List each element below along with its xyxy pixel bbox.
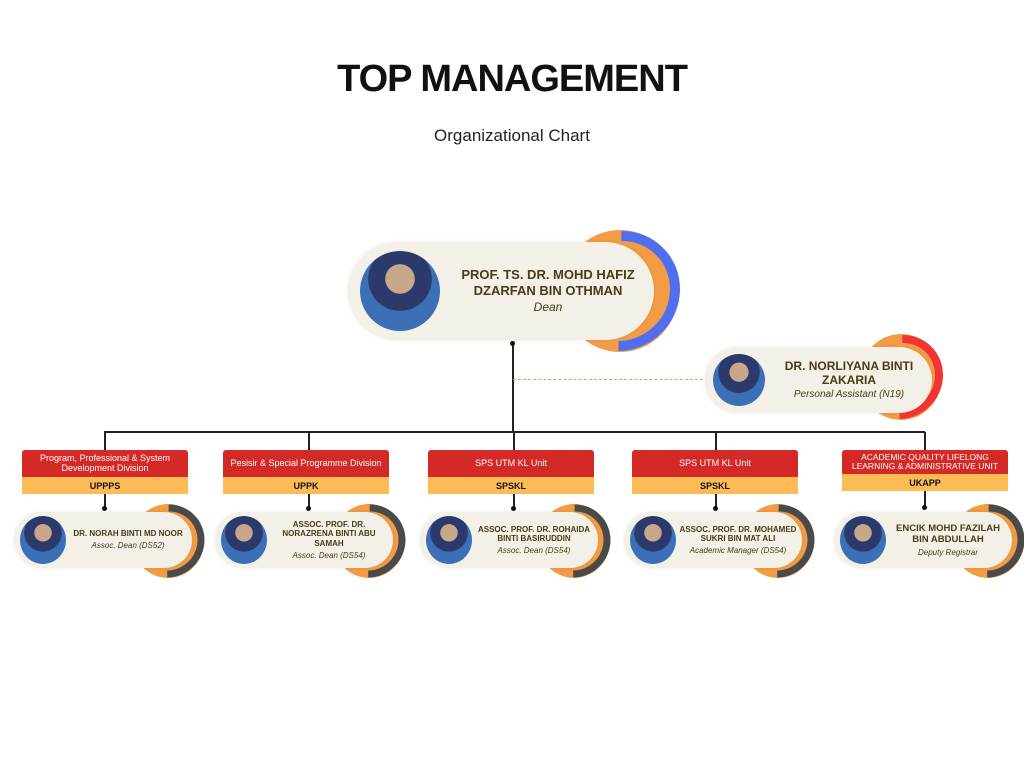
unit-card: ASSOC. PROF. DR. NORAZRENA BINTI ABU SAM… (215, 512, 393, 568)
connector-dean (512, 343, 514, 432)
unit-person-name: ASSOC. PROF. DR. ROHAIDA BINTI BASIRUDDI… (477, 524, 590, 544)
unit-connector-top (104, 432, 106, 450)
unit-card: ASSOC. PROF. DR. MOHAMED SUKRI BIN MAT A… (624, 512, 802, 568)
assistant-photo (713, 354, 765, 406)
page-title: TOP MANAGEMENT (337, 58, 688, 100)
assistant-name: DR. NORLIYANA BINTI ZAKARIA (784, 358, 914, 387)
dean-photo (360, 251, 440, 331)
unit-connector (924, 491, 926, 507)
dean-text: PROF. TS. DR. MOHD HAFIZ DZARFAN BIN OTH… (448, 242, 648, 340)
connector-dot (713, 506, 718, 511)
unit-person-name: ASSOC. PROF. DR. MOHAMED SUKRI BIN MAT A… (679, 524, 797, 544)
unit-text: ASSOC. PROF. DR. MOHAMED SUKRI BIN MAT A… (678, 512, 798, 568)
unit-photo (426, 516, 472, 564)
connector-dot (102, 506, 107, 511)
division-header: ACADEMIC QUALITY LIFELONG LEARNING & ADM… (842, 450, 1008, 474)
unit-person-name: ENCIK MOHD FAZILAH BIN ABDULLAH (896, 522, 1000, 546)
unit-connector-top (308, 432, 310, 450)
unit-person-role: Deputy Registrar (917, 547, 979, 557)
page-subtitle: Organizational Chart (434, 126, 590, 145)
unit-person-role: Assoc. Dean (DS54) (497, 545, 571, 555)
assistant-role: Personal Assistant (N19) (793, 389, 905, 401)
division-header: Pesisir & Special Programme Division (223, 450, 389, 477)
unit-person-role: Assoc. Dean (DS52) (91, 541, 165, 550)
dean-name: PROF. TS. DR. MOHD HAFIZ DZARFAN BIN OTH… (461, 267, 635, 298)
division-code: SPSKL (428, 477, 594, 494)
unit-text: ASSOC. PROF. DR. NORAZRENA BINTI ABU SAM… (269, 512, 389, 568)
unit-card: ASSOC. PROF. DR. ROHAIDA BINTI BASIRUDDI… (420, 512, 598, 568)
unit-card: ENCIK MOHD FAZILAH BIN ABDULLAH Deputy R… (834, 512, 1012, 568)
unit-text: ENCIK MOHD FAZILAH BIN ABDULLAH Deputy R… (888, 512, 1008, 568)
assistant-card: DR. NORLIYANA BINTI ZAKARIA Personal Ass… (705, 347, 932, 413)
division-header: SPS UTM KL Unit (632, 450, 798, 477)
division-code: UPPPS (22, 477, 188, 494)
division-code: UKAPP (842, 474, 1008, 491)
unit-connector (715, 494, 717, 508)
unit-person-name: ASSOC. PROF. DR. NORAZRENA BINTI ABU SAM… (282, 519, 376, 548)
division-header: Program, Professional & System Developme… (22, 450, 188, 477)
unit-connector-top (924, 432, 926, 450)
unit-text: ASSOC. PROF. DR. ROHAIDA BINTI BASIRUDDI… (474, 512, 594, 568)
assistant-text: DR. NORLIYANA BINTI ZAKARIA Personal Ass… (769, 347, 929, 413)
unit-photo (840, 516, 886, 564)
division-code: UPPK (223, 477, 389, 494)
unit-connector (104, 494, 106, 508)
unit-photo (221, 516, 267, 564)
unit-connector-top (715, 432, 717, 450)
unit-photo (20, 516, 66, 564)
connector-horizontal (104, 431, 925, 433)
dean-role: Dean (533, 300, 563, 315)
unit-connector (308, 494, 310, 508)
unit-card: DR. NORAH BINTI MD NOOR Assoc. Dean (DS5… (14, 512, 192, 568)
unit-person-role: Assoc. Dean (DS54) (292, 550, 366, 560)
unit-photo (630, 516, 676, 564)
unit-text: DR. NORAH BINTI MD NOOR Assoc. Dean (DS5… (68, 512, 188, 568)
division-code: SPSKL (632, 477, 798, 494)
unit-connector (513, 494, 515, 508)
connector-dot (306, 506, 311, 511)
unit-connector-top (513, 432, 515, 450)
dean-card: PROF. TS. DR. MOHD HAFIZ DZARFAN BIN OTH… (348, 242, 654, 340)
connector-dot (922, 505, 927, 510)
division-header: SPS UTM KL Unit (428, 450, 594, 477)
connector-dot (511, 506, 516, 511)
connector-dot (510, 341, 515, 346)
connector-assistant (513, 379, 708, 380)
unit-person-role: Academic Manager (DS54) (689, 545, 787, 555)
unit-person-name: DR. NORAH BINTI MD NOOR (73, 529, 183, 539)
